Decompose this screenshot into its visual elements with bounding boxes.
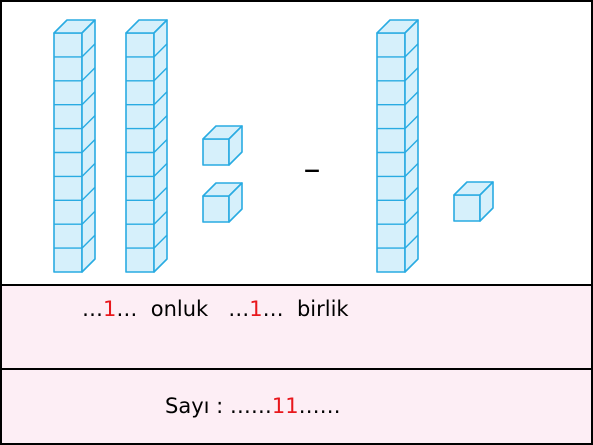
ten-rod — [125, 19, 168, 273]
number-dots-left: …… — [229, 394, 272, 418]
place-value-line: …1… onluk …1… birlik — [82, 297, 349, 321]
cube-divider — [404, 162, 419, 177]
cube-divider — [404, 67, 419, 82]
cube-divider — [404, 210, 419, 225]
place-value-row: …1… onluk …1… birlik — [2, 286, 591, 370]
cube-front-face — [202, 195, 230, 223]
tens-answer: 1 — [103, 297, 117, 321]
ten-rod — [376, 19, 419, 273]
tens-dots-right: … — [116, 297, 138, 321]
cube-front-face — [453, 194, 481, 222]
cube-divider — [81, 91, 96, 106]
cube-divider — [81, 115, 96, 130]
tens-dots-left: … — [82, 297, 103, 321]
cube-divider — [81, 186, 96, 201]
ones-dots-left: … — [228, 297, 250, 321]
unit-cube — [453, 181, 494, 222]
minus-sign: – — [304, 149, 321, 189]
cube-side-face — [228, 125, 243, 166]
cube-divider — [404, 186, 419, 201]
cube-divider — [404, 91, 419, 106]
cube-divider — [153, 67, 168, 82]
cube-divider — [81, 162, 96, 177]
number-label: Sayı : — [165, 394, 224, 418]
number-answer: 11 — [271, 394, 299, 418]
cube-divider — [81, 210, 96, 225]
cube-side-face — [228, 182, 243, 223]
number-dots-right: …… — [298, 394, 341, 418]
cube-divider — [153, 186, 168, 201]
cube-divider — [404, 234, 419, 249]
tens-word: onluk — [150, 297, 209, 321]
cube-front-face — [202, 138, 230, 166]
base-ten-blocks-svg: – — [53, 19, 494, 273]
number-row: Sayı : ……11…… — [2, 370, 591, 443]
cube-divider — [153, 234, 168, 249]
cube-divider — [153, 43, 168, 58]
unit-cube — [202, 182, 243, 223]
cube-divider — [153, 139, 168, 153]
ones-answer: 1 — [249, 297, 263, 321]
cube-divider — [153, 115, 168, 130]
ones-dots-right: … — [262, 297, 284, 321]
cube-divider — [81, 234, 96, 249]
cube-divider — [404, 43, 419, 58]
ones-word: birlik — [296, 297, 349, 321]
cube-divider — [404, 115, 419, 130]
cube-divider — [81, 139, 96, 153]
cube-side-face — [479, 181, 494, 222]
number-line: Sayı : ……11…… — [165, 394, 341, 418]
ten-rod — [53, 19, 96, 273]
cube-divider — [81, 67, 96, 82]
cube-divider — [153, 162, 168, 177]
cube-divider — [81, 43, 96, 58]
unit-cube — [202, 125, 243, 166]
cube-divider — [404, 139, 419, 153]
cube-divider — [153, 91, 168, 106]
base-ten-blocks-picture: – — [2, 2, 591, 286]
cube-divider — [153, 210, 168, 225]
